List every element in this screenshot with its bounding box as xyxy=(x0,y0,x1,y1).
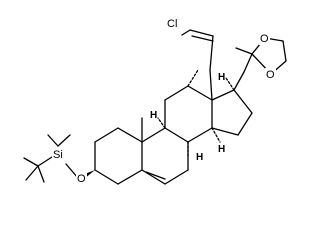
ring-d xyxy=(211,71,253,136)
structure-svg: Cl O O O Si H H H H xyxy=(23,16,287,185)
stereo-h-label-9: H xyxy=(150,110,157,121)
chlorovinyl-chain xyxy=(181,29,214,101)
ring-oxygen-label-1: O xyxy=(260,33,269,45)
ring-c xyxy=(164,85,213,143)
ring-oxygen-label-2: O xyxy=(266,69,275,81)
ring-a xyxy=(94,127,143,185)
stereo-h-label-14: H xyxy=(218,144,225,155)
ether-oxygen-label: O xyxy=(77,173,86,185)
atom-labels: Cl O O O Si H H H H xyxy=(52,16,276,185)
ring-b xyxy=(141,127,189,185)
stereo-h-label-17: H xyxy=(218,72,225,83)
stereo-bonds xyxy=(157,69,235,157)
stereo-h-label-8: H xyxy=(196,152,203,163)
silicon-label: Si xyxy=(53,149,63,161)
molecule-diagram: Cl O O O Si H H H H xyxy=(23,16,287,185)
chlorine-label: Cl xyxy=(167,18,177,30)
